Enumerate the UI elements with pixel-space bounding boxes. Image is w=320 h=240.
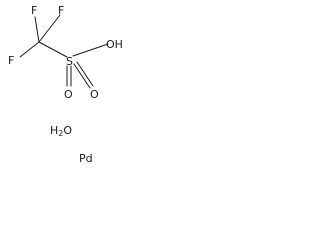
bond-c-f-bottom: [38, 14, 61, 43]
bond-c-s: [38, 41, 68, 58]
water-oxygen: O: [63, 124, 73, 137]
atom-fluorine-top: F: [31, 4, 37, 17]
bond-c-f-left: [19, 41, 40, 58]
atom-labels: F F F S OH O O: [8, 4, 123, 101]
water-subscript: 2: [58, 129, 64, 138]
bond-s-o-right-a: [73, 63, 91, 89]
water-formula: H2O: [50, 124, 73, 138]
atom-sulfur: S: [66, 55, 73, 68]
triflic-acid-structure: F F F S OH O O: [8, 4, 123, 101]
atom-fluorine-right: F: [58, 4, 64, 17]
palladium-label: Pd: [79, 152, 93, 165]
water-hydrogen: H: [50, 124, 59, 137]
atom-hydroxyl: OH: [106, 38, 123, 51]
atom-fluorine-left: F: [8, 54, 14, 67]
atom-oxygen-bottom-right: O: [90, 88, 99, 101]
bond-s-o-right-b: [76, 61, 94, 87]
bonds: [19, 14, 109, 89]
bond-c-f-top: [34, 16, 40, 43]
atom-oxygen-bottom-left: O: [64, 88, 73, 101]
bond-s-oh: [72, 43, 109, 57]
